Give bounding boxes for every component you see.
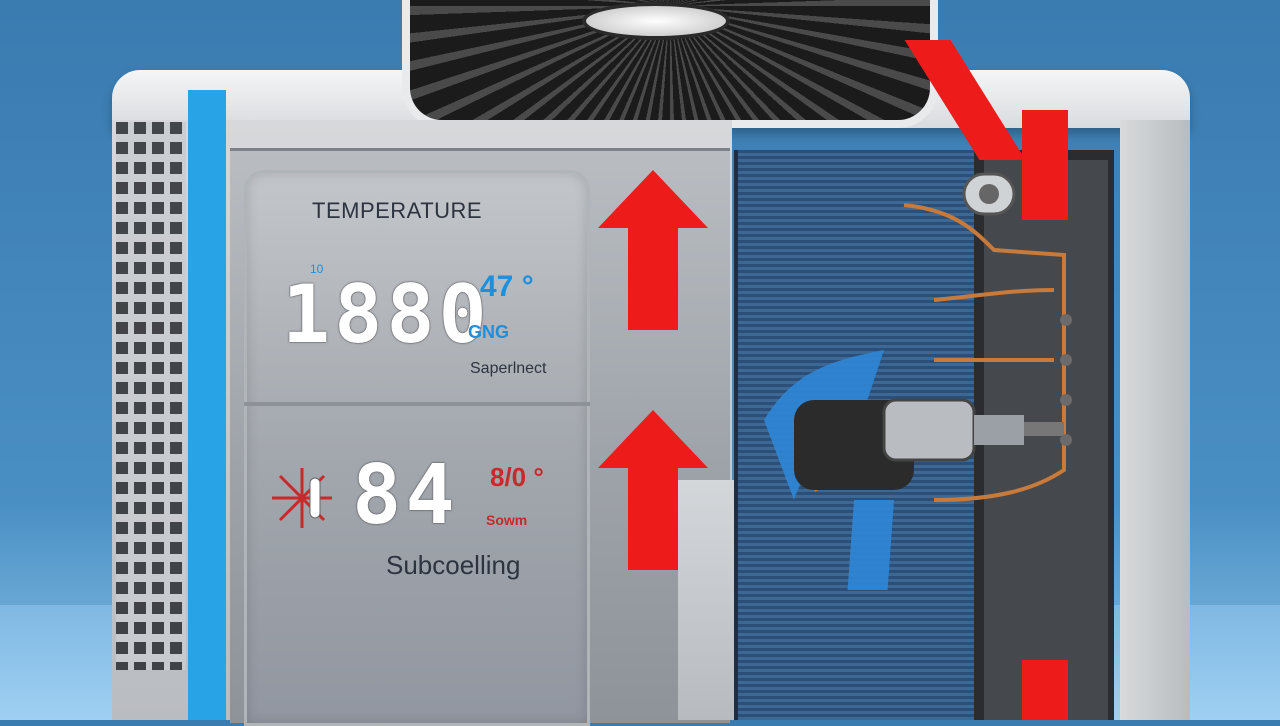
compressor-assembly: [764, 172, 1072, 590]
hvac-unit: TEMPERATURE 10 1880 47 ° GNG Saperlnect …: [112, 0, 1190, 726]
right-corner-post: [1120, 120, 1190, 720]
panel-door: [678, 480, 734, 720]
blue-stripe: [188, 90, 226, 720]
fan-hub-icon: [582, 2, 730, 40]
temperature-display: [244, 170, 590, 726]
top-tiny-label: 10: [310, 262, 324, 276]
up-arrow-icon: [598, 410, 708, 570]
superheat-small-unit: GNG: [468, 322, 510, 342]
display-divider: [244, 402, 590, 406]
side-grille: [116, 122, 186, 670]
subcooling-small-unit: Sowm: [486, 512, 528, 528]
display-title: TEMPERATURE: [312, 198, 483, 223]
up-arrow-icon: [598, 170, 708, 330]
superheat-small-value: 47 °: [480, 270, 534, 303]
subcooling-label: Subcoelling: [386, 550, 521, 580]
superheat-label: Saperlnect: [470, 360, 547, 377]
snowflake-thermometer-icon: [272, 468, 332, 528]
superheat-readout: 1880: [282, 268, 491, 361]
subcooling-small-value: 8/0 °: [490, 462, 544, 492]
subcooling-readout: 84: [352, 448, 459, 543]
red-pipe-bottom: [1022, 660, 1068, 720]
red-pipe-top: [1022, 110, 1068, 220]
